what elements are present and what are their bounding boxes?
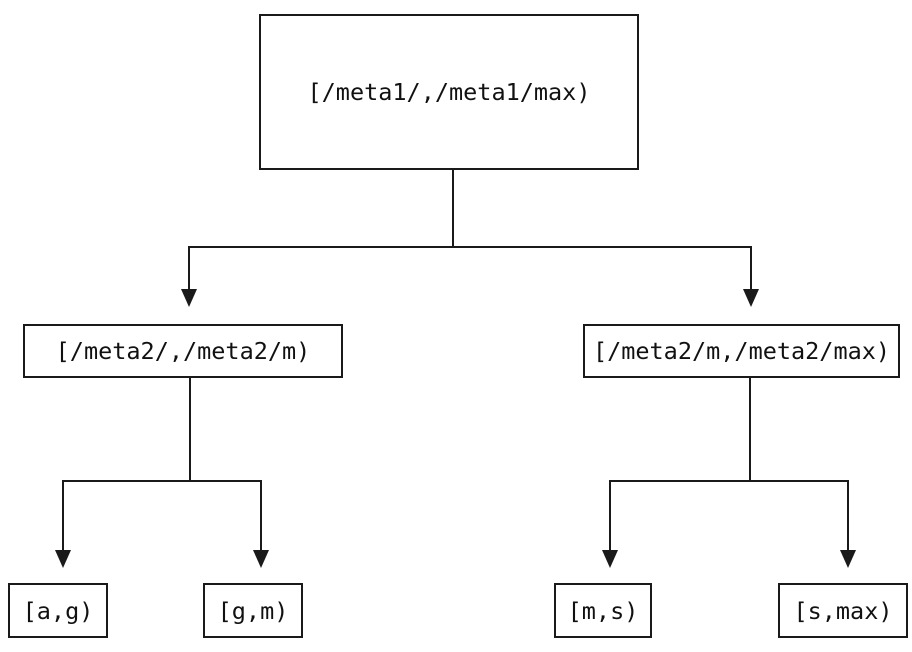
tree-leaf-g-m: [g,m) [203,583,303,638]
arrowhead-down-icon [840,550,856,568]
tree-node-label: [/meta2/,/meta2/m) [55,337,311,365]
arrowhead-down-icon [602,550,618,568]
tree-node-label: [/meta2/m,/meta2/max) [592,337,891,365]
arrowhead-down-icon [55,550,71,568]
tree-node-label: [s,max) [793,596,893,625]
tree-node-label: [g,m) [217,596,289,625]
tree-node-label: [a,g) [22,596,94,625]
tree-node-label: [/meta1/,/meta1/max) [307,78,591,106]
tree-node-meta2-upper: [/meta2/m,/meta2/max) [583,324,900,378]
tree-node-label: [m,s) [567,596,639,625]
connector-right-to-leaves [602,378,856,568]
arrowhead-down-icon [743,289,759,307]
arrowhead-down-icon [253,550,269,568]
connector-left-to-leaves [55,378,269,568]
connector-root-to-children [181,170,759,307]
tree-leaf-m-s: [m,s) [554,583,652,638]
tree-leaf-s-max: [s,max) [778,583,908,638]
arrowhead-down-icon [181,289,197,307]
tree-node-meta2-lower: [/meta2/,/meta2/m) [23,324,343,378]
tree-leaf-a-g: [a,g) [8,583,108,638]
tree-node-root: [/meta1/,/meta1/max) [259,14,639,170]
